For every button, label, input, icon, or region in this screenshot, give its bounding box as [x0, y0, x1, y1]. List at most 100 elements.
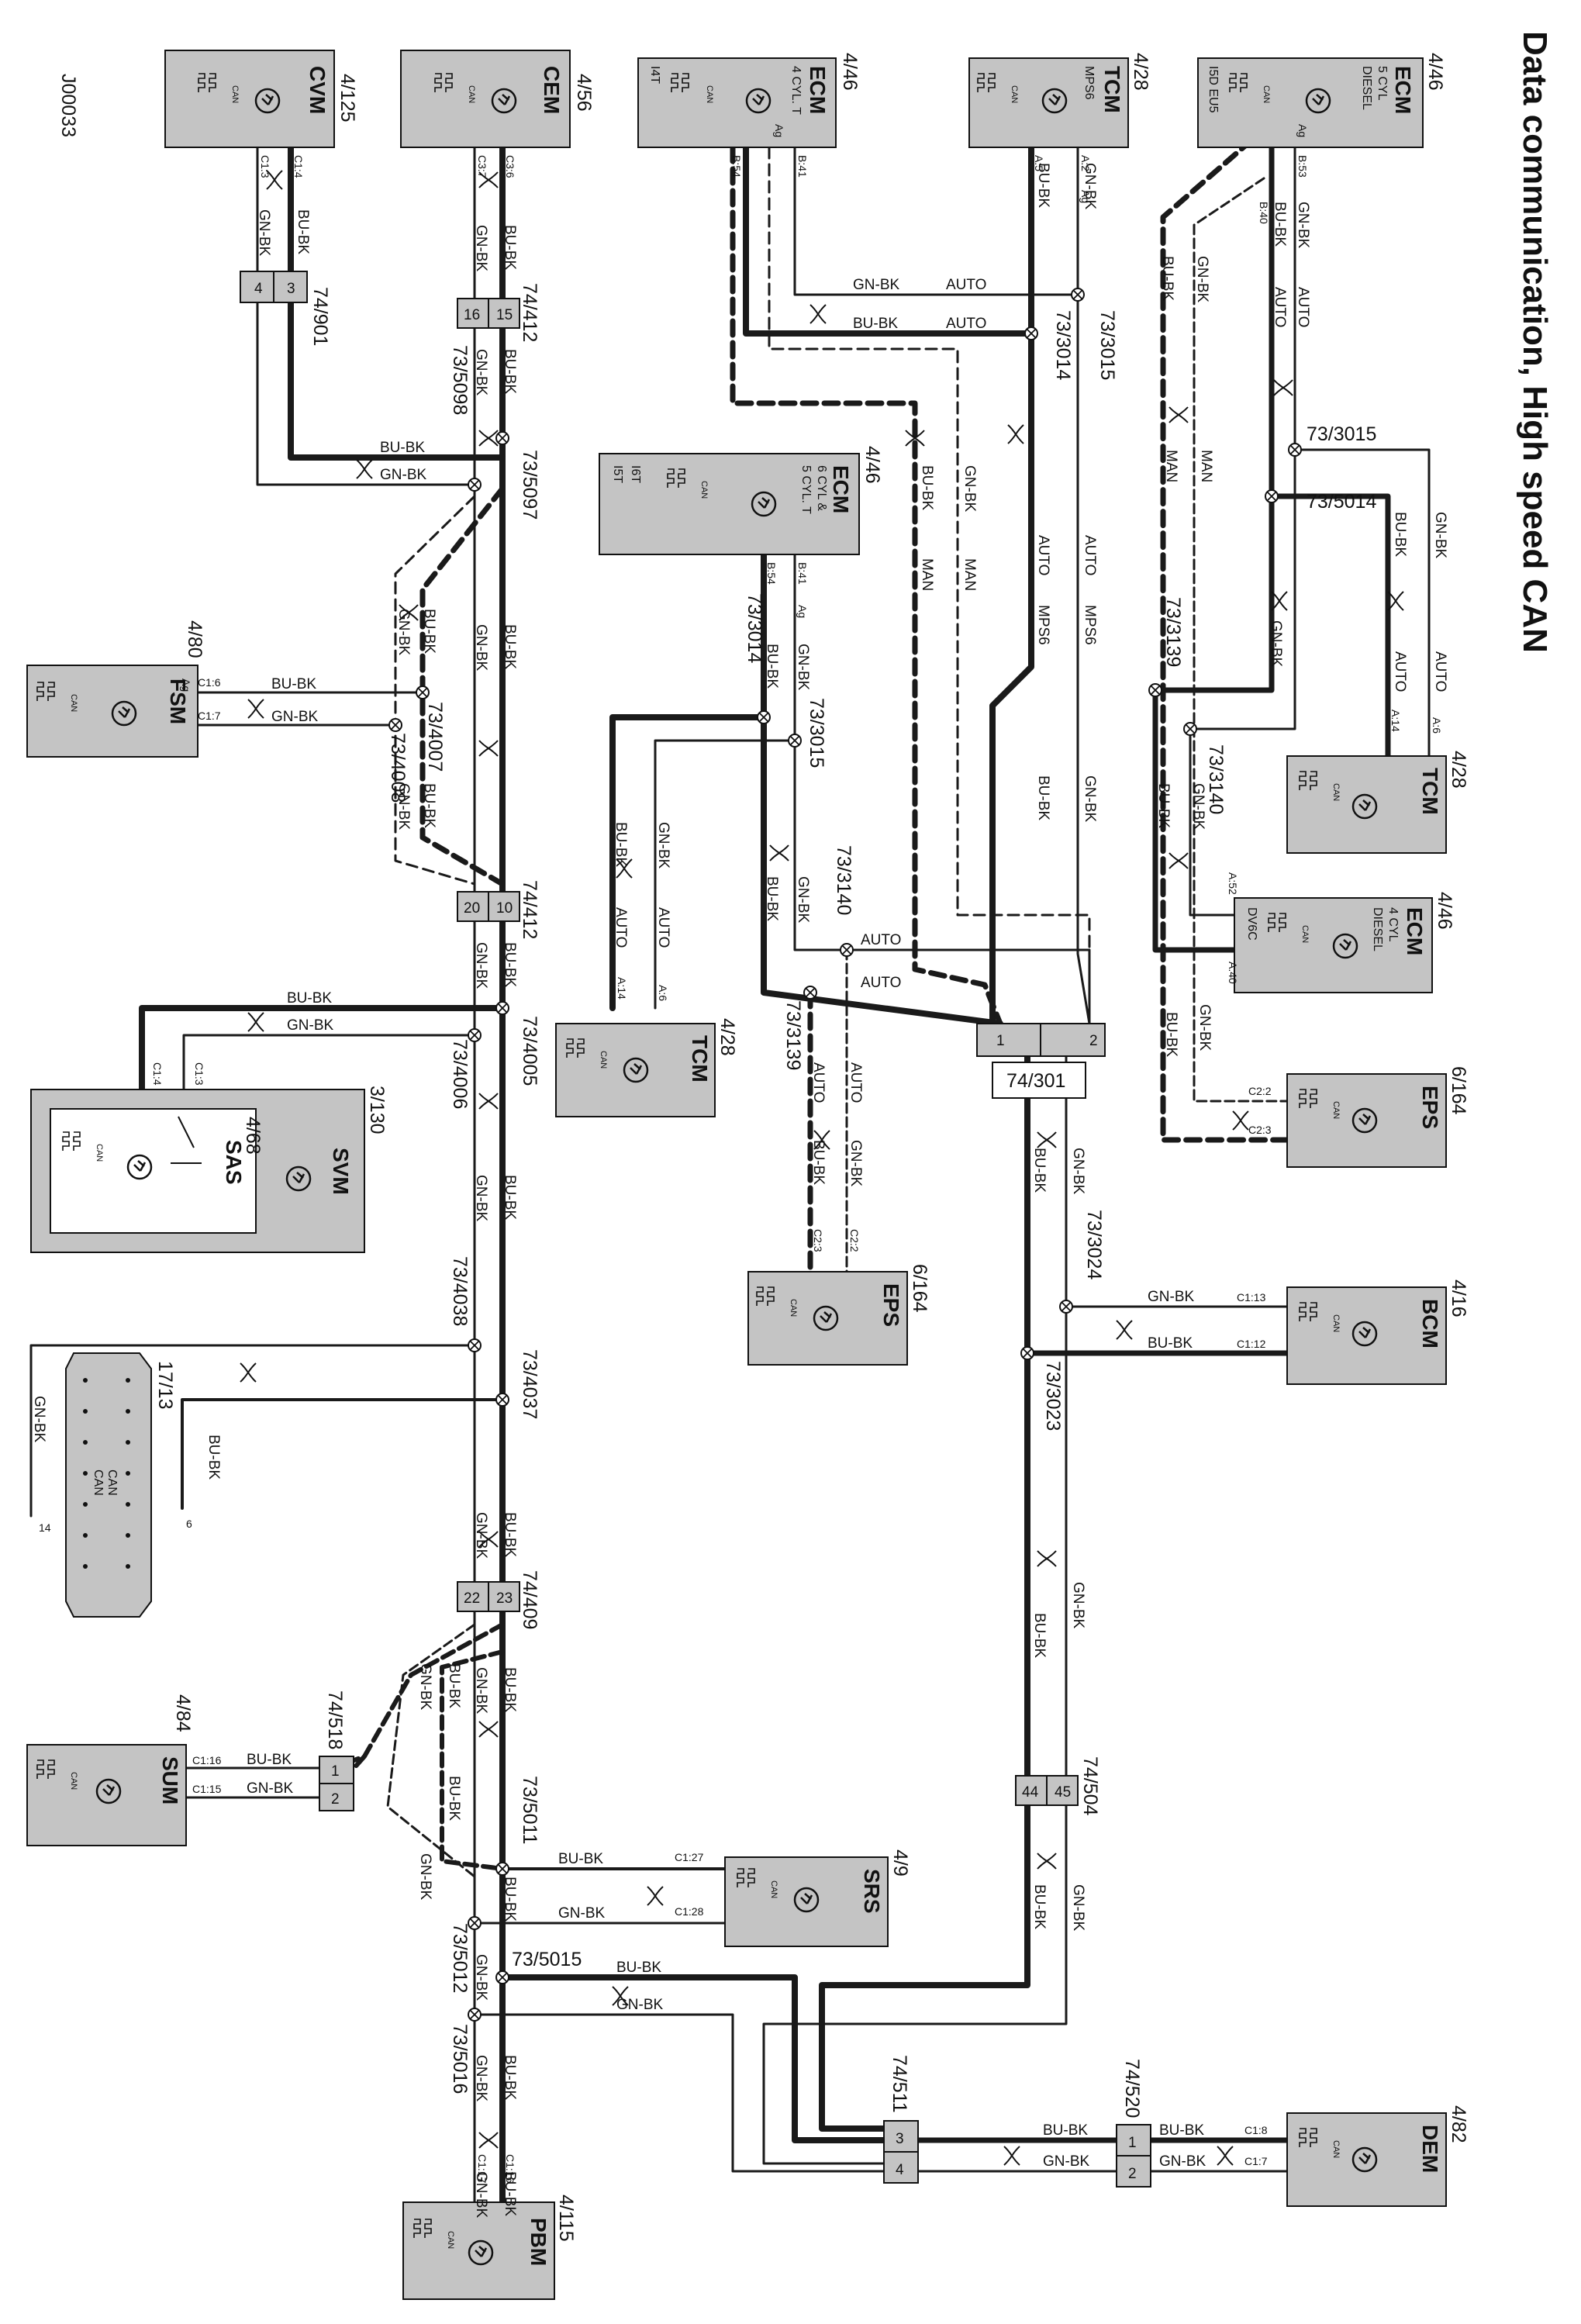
- svg-text:GN-BK: GN-BK: [380, 467, 427, 483]
- svg-text:GN-BK: GN-BK: [473, 1512, 489, 1559]
- svg-text:B:54: B:54: [765, 562, 778, 585]
- svg-text:4: 4: [254, 281, 263, 297]
- svg-text:BU-BK: BU-BK: [558, 1851, 603, 1867]
- module-bcm: BCM CAN 4/16 C1:13 C1:12: [1237, 1279, 1469, 1385]
- svg-text:4: 4: [896, 2162, 904, 2178]
- module-tcm-left: TCM CAN 4/28 A:6 A:14: [555, 977, 738, 1117]
- document-code: J00033: [57, 74, 79, 137]
- svg-text:C1:4: C1:4: [292, 155, 305, 178]
- svg-text:A:14: A:14: [616, 977, 628, 1000]
- svg-text:TCM: TCM: [1100, 66, 1124, 113]
- svg-text:I5T: I5T: [611, 465, 624, 483]
- svg-text:BU-BK: BU-BK: [1043, 2122, 1088, 2139]
- svg-text:74/511: 74/511: [889, 2055, 910, 2113]
- svg-text:6/164: 6/164: [909, 1264, 930, 1313]
- svg-text:GN-BK: GN-BK: [655, 822, 671, 869]
- svg-text:BU-BK: BU-BK: [1163, 1012, 1179, 1057]
- control-modules: CVM CAN 4/125 C1:4 C1:3 CEM CAN 4/56 C3:…: [26, 50, 1469, 2300]
- svg-text:CAN: CAN: [699, 481, 709, 499]
- svg-text:CAN: CAN: [1262, 85, 1271, 103]
- svg-text:C1:6: C1:6: [198, 676, 221, 689]
- svg-text:CAN: CAN: [69, 1772, 78, 1790]
- svg-text:ECM: ECM: [1403, 907, 1427, 955]
- svg-text:BU-BK: BU-BK: [287, 990, 332, 1007]
- svg-text:20: 20: [464, 900, 480, 917]
- svg-text:AUTO: AUTO: [847, 1062, 864, 1103]
- svg-text:BU-BK: BU-BK: [446, 1663, 462, 1708]
- svg-text:GN-BK: GN-BK: [1070, 1582, 1086, 1629]
- svg-text:GN-BK: GN-BK: [1194, 256, 1210, 303]
- svg-text:GN-BK: GN-BK: [558, 1905, 606, 1922]
- svg-text:ECM: ECM: [829, 465, 853, 513]
- connector-74-520: 1 2 74/520: [1116, 2059, 1151, 2188]
- svg-text:73/4005: 73/4005: [519, 1016, 540, 1086]
- svg-text:CAN: CAN: [1010, 85, 1019, 103]
- svg-text:4/115: 4/115: [555, 2195, 577, 2242]
- svg-text:3/130: 3/130: [366, 1086, 388, 1134]
- connector-74-412-mid: 10 20 74/412: [457, 880, 540, 939]
- svg-text:GN-BK: GN-BK: [847, 1140, 864, 1187]
- module-ecm-i4t: ECM 4 CYL. T I4T CAN 4/46 B:41 B:54 Ag: [637, 53, 861, 178]
- svg-text:GN-BK: GN-BK: [417, 1853, 433, 1901]
- svg-text:1: 1: [331, 1763, 340, 1780]
- svg-text:C2:2: C2:2: [1248, 1085, 1272, 1097]
- svg-text:CAN: CAN: [1331, 783, 1341, 801]
- svg-text:GN-BK: GN-BK: [961, 465, 978, 513]
- svg-text:ECM: ECM: [1391, 66, 1415, 114]
- svg-text:CAN: CAN: [69, 694, 78, 712]
- svg-text:45: 45: [1055, 1784, 1071, 1801]
- svg-text:DIESEL: DIESEL: [1360, 66, 1373, 110]
- svg-text:GN-BK: GN-BK: [616, 1997, 664, 2013]
- svg-text:B:53: B:53: [1296, 155, 1309, 178]
- svg-text:BU-BK: BU-BK: [764, 644, 780, 689]
- svg-text:GN-BK: GN-BK: [1070, 1148, 1086, 1195]
- svg-text:GN-BK: GN-BK: [1043, 2153, 1090, 2170]
- svg-text:GN-BK: GN-BK: [853, 277, 900, 293]
- svg-text:GN-BK: GN-BK: [473, 2055, 489, 2102]
- module-ecm-diesel5: ECM 5 CYL DIESEL I5D EU5 CAN 4/46 B:53 B…: [1197, 53, 1446, 224]
- svg-text:C1:4: C1:4: [151, 1062, 164, 1086]
- svg-text:4/80: 4/80: [184, 620, 205, 658]
- svg-text:DIESEL: DIESEL: [1371, 907, 1384, 951]
- svg-text:GN-BK: GN-BK: [473, 2171, 489, 2219]
- svg-text:GN-BK: GN-BK: [473, 1175, 489, 1222]
- svg-text:AUTO: AUTO: [861, 975, 901, 991]
- svg-text:BU-BK: BU-BK: [764, 876, 780, 921]
- svg-text:EPS: EPS: [879, 1283, 903, 1327]
- svg-text:14: 14: [39, 1521, 51, 1534]
- module-cem: CEM CAN 4/56 C3:6 C3:7: [400, 50, 595, 178]
- inline-connectors: 3 4 74/901 15 16 74/412 10 20 74/412 23 …: [240, 271, 1151, 2188]
- module-dlc: CAN CAN 17/13 6 14: [39, 1352, 192, 1618]
- svg-text:SRS: SRS: [860, 1869, 884, 1914]
- svg-text:EPS: EPS: [1418, 1086, 1442, 1129]
- svg-text:16: 16: [464, 307, 480, 323]
- module-tcm-mps6: TCM MPS6 CAN 4/28 A:2 A:5 Ag: [968, 53, 1151, 203]
- svg-text:GN-BK: GN-BK: [287, 1017, 334, 1034]
- svg-text:MAN: MAN: [961, 558, 978, 591]
- connector-74-901: 3 4 74/901: [240, 271, 331, 346]
- svg-text:5 CYL. T: 5 CYL. T: [799, 465, 813, 514]
- svg-text:74/518: 74/518: [324, 1690, 346, 1749]
- svg-text:GN-BK: GN-BK: [395, 783, 412, 830]
- svg-text:A:6: A:6: [1431, 717, 1443, 734]
- connector-74-409: 23 22 74/409: [457, 1570, 540, 1629]
- module-eps-top: EPS CAN 6/164 C2:2 C2:3: [1248, 1066, 1469, 1168]
- svg-text:Ag: Ag: [180, 679, 192, 692]
- svg-text:6 CYL &: 6 CYL &: [815, 465, 828, 511]
- svg-text:BU-BK: BU-BK: [421, 783, 437, 828]
- svg-text:BU-BK: BU-BK: [502, 1512, 518, 1557]
- svg-text:GN-BK: GN-BK: [473, 1667, 489, 1715]
- svg-text:GN-BK: GN-BK: [795, 644, 811, 691]
- svg-text:GN-BK: GN-BK: [1159, 2153, 1206, 2170]
- svg-text:SVM: SVM: [329, 1148, 353, 1195]
- svg-text:44: 44: [1022, 1784, 1039, 1801]
- svg-text:CAN: CAN: [95, 1144, 104, 1162]
- svg-text:TCM: TCM: [688, 1035, 712, 1083]
- svg-text:CAN: CAN: [789, 1299, 798, 1317]
- svg-text:74/520: 74/520: [1121, 2059, 1143, 2118]
- svg-text:C1:7: C1:7: [1244, 2155, 1268, 2167]
- svg-text:C1:27: C1:27: [675, 1851, 704, 1863]
- svg-text:4/82: 4/82: [1448, 2105, 1469, 2143]
- svg-text:AUTO: AUTO: [861, 932, 901, 948]
